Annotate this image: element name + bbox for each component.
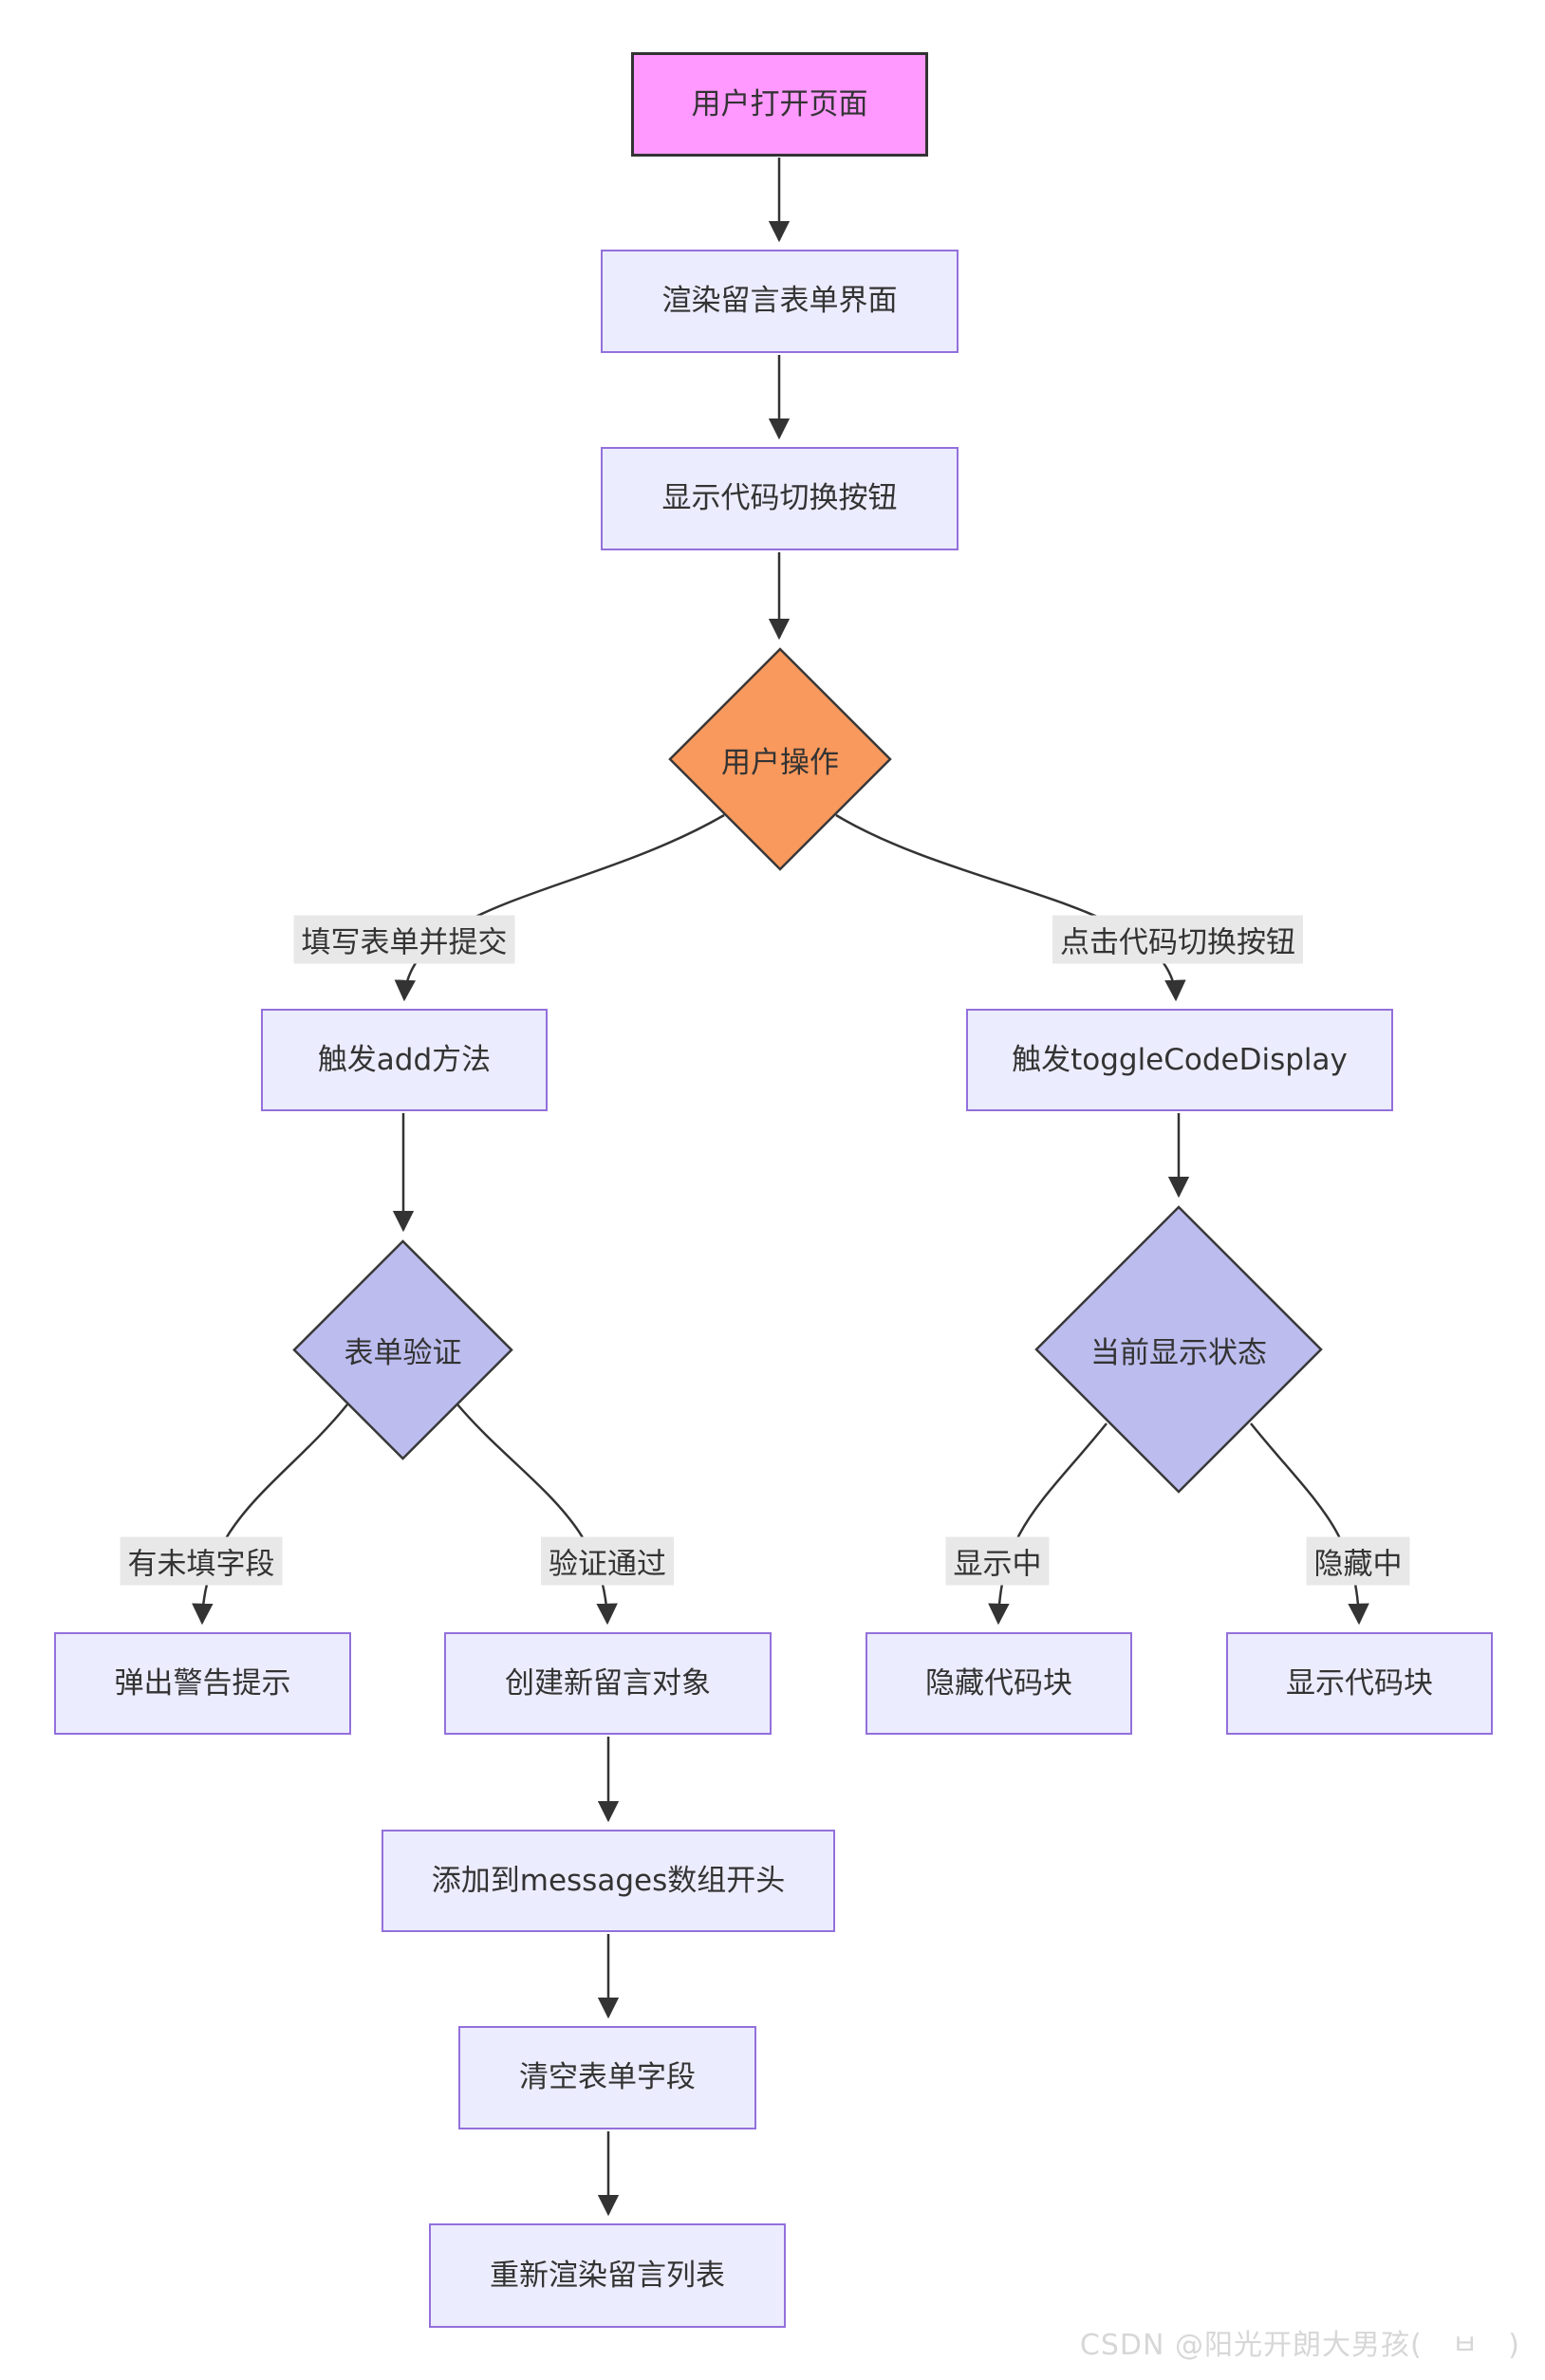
edge-label-has-empty: 有未填字段	[120, 1536, 283, 1586]
node-unshift-messages: 添加到messages数组开头	[382, 1830, 835, 1932]
node-render-form: 渲染留言表单界面	[601, 250, 959, 353]
node-show-code-block: 显示代码块	[1226, 1632, 1493, 1735]
node-open-page: 用户打开页面	[631, 52, 928, 157]
diamond-label: 用户操作	[721, 745, 839, 780]
edge-label-valid-pass: 验证通过	[541, 1536, 674, 1586]
diamond-shape	[668, 647, 892, 871]
diamond-shape	[292, 1239, 513, 1460]
edge-label-showing: 显示中	[945, 1536, 1050, 1586]
diamond-label: 表单验证	[344, 1336, 462, 1370]
node-rerender-list: 重新渲染留言列表	[429, 2223, 786, 2328]
node-show-toggle-button: 显示代码切换按钮	[601, 447, 959, 550]
node-trigger-add: 触发add方法	[261, 1009, 548, 1111]
edge-label-hidden: 隐藏中	[1306, 1536, 1410, 1586]
node-trigger-toggle-code-display: 触发toggleCodeDisplay	[966, 1009, 1393, 1111]
diamond-shape	[1034, 1205, 1323, 1494]
node-display-state-decision: 当前显示状态	[1034, 1205, 1323, 1494]
node-hide-code-block: 隐藏代码块	[866, 1632, 1132, 1735]
node-alert-warning: 弹出警告提示	[54, 1632, 351, 1735]
node-create-message: 创建新留言对象	[444, 1632, 772, 1735]
node-clear-fields: 清空表单字段	[458, 2026, 756, 2129]
node-form-validate-decision: 表单验证	[292, 1239, 513, 1460]
edge-label-click-toggle: 点击代码切换按钮	[1052, 915, 1303, 964]
edge-label-fill-submit: 填写表单并提交	[293, 915, 515, 964]
diamond-label: 当前显示状态	[1090, 1335, 1267, 1370]
node-user-action-decision: 用户操作	[668, 647, 892, 871]
csdn-watermark: CSDN @阳光开朗大男孩( ㅂ )	[1079, 2329, 1520, 2362]
